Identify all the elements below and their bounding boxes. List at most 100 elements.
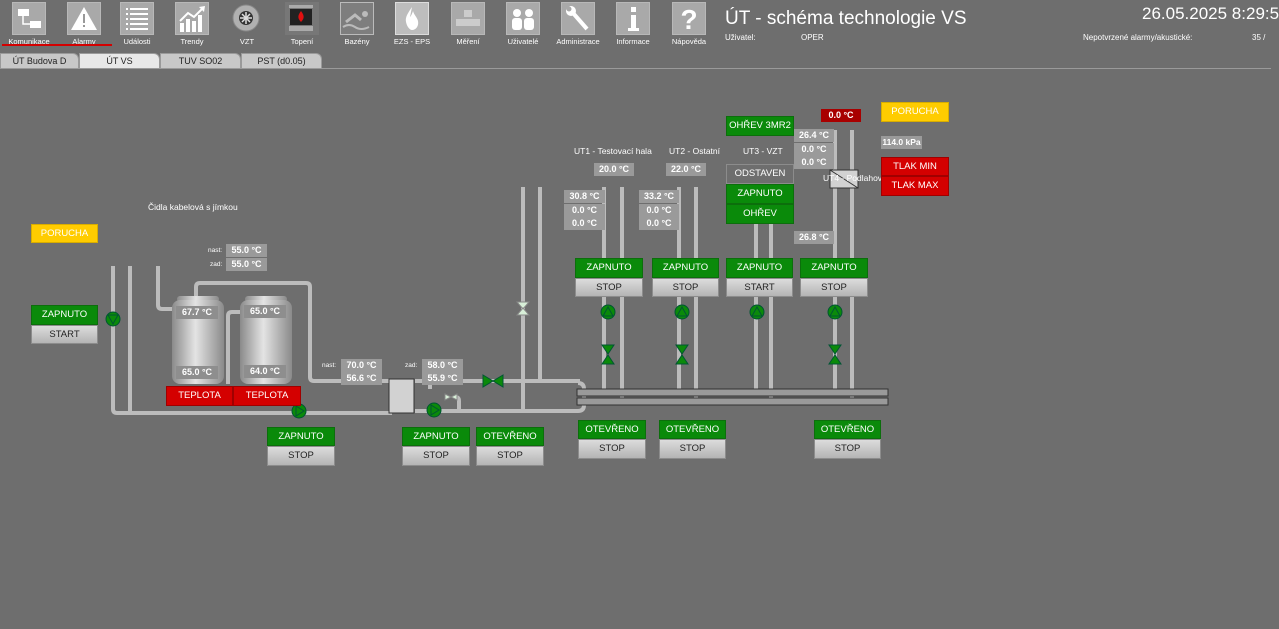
ut1-temp-1: 30.8 °C bbox=[564, 190, 605, 203]
ut4-valve-status: OTEVŘENO bbox=[814, 420, 881, 439]
unacknowledged-alarms-label: Nepotvrzené alarmy/akustické: bbox=[1083, 33, 1193, 42]
nav-administrace[interactable]: Administrace bbox=[553, 2, 603, 48]
left-fault-indicator: PORUCHA bbox=[31, 224, 98, 243]
users-icon bbox=[506, 2, 540, 35]
list-icon bbox=[120, 2, 154, 35]
ut4-pump-status: ZAPNUTO bbox=[800, 258, 868, 278]
left-pump-start-button[interactable]: START bbox=[31, 325, 98, 344]
active-nav-indicator bbox=[2, 44, 112, 46]
tab-ut-budova-d[interactable]: ÚT Budova D bbox=[0, 53, 79, 68]
page-title: ÚT - schéma technologie VS bbox=[725, 8, 967, 29]
ut2-valve-stop-button[interactable]: STOP bbox=[659, 439, 726, 459]
ut2-temp-3: 0.0 °C bbox=[639, 217, 679, 230]
exchanger-valve-stop-button[interactable]: STOP bbox=[476, 446, 544, 466]
tank1-bottom-temp: 65.0 °C bbox=[176, 366, 218, 379]
help-icon: ? bbox=[672, 2, 706, 35]
ut3-temp-3: 0.0 °C bbox=[794, 156, 834, 169]
ut2-temp-2: 0.0 °C bbox=[639, 204, 679, 217]
exchanger-valve-status: OTEVŘENO bbox=[476, 427, 544, 446]
storage-tank-2 bbox=[240, 296, 292, 384]
tank1-temperature-alarm: TEPLOTA bbox=[166, 386, 233, 406]
tank-setpoint-nast: 55.0 °C bbox=[226, 244, 267, 257]
tank-nast-label: nast: bbox=[208, 247, 223, 254]
tab-tuv-so02[interactable]: TUV SO02 bbox=[160, 53, 241, 68]
nav-topeni[interactable]: Topení bbox=[277, 2, 327, 48]
tank-pump-status: ZAPNUTO bbox=[267, 427, 335, 446]
ut1-valve-status: OTEVŘENO bbox=[578, 420, 646, 439]
ut3-mode-heating[interactable]: OHŘEV bbox=[726, 204, 794, 224]
nav-ezs-eps[interactable]: EZS - EPS bbox=[387, 2, 437, 48]
pump-icon bbox=[105, 311, 121, 327]
tab-ut-vs[interactable]: ÚT VS bbox=[79, 53, 160, 68]
ut2-setpoint: 22.0 °C bbox=[666, 163, 706, 176]
tank-pump-stop-button[interactable]: STOP bbox=[267, 446, 335, 466]
exchanger-zad-label: zad: bbox=[405, 362, 418, 369]
exchanger-nast-label: nast: bbox=[322, 362, 337, 369]
nav-informace[interactable]: Informace bbox=[608, 2, 658, 48]
datetime: 26.05.2025 8:29:5 bbox=[1142, 4, 1279, 23]
network-icon bbox=[12, 2, 46, 35]
nav-mereni[interactable]: Měření bbox=[443, 2, 493, 48]
ut3-mode-on[interactable]: ZAPNUTO bbox=[726, 184, 794, 204]
tab-pst[interactable]: PST (d0.05) bbox=[241, 53, 322, 68]
pressure-min-alarm: TLAK MIN bbox=[881, 157, 949, 176]
tank2-temperature-alarm: TEPLOTA bbox=[233, 386, 301, 406]
ut1-valve-stop-button[interactable]: STOP bbox=[578, 439, 646, 459]
user-label: Uživatel: bbox=[725, 33, 756, 42]
swimmer-icon bbox=[340, 2, 374, 35]
tab-divider bbox=[0, 68, 1271, 69]
tank1-top-temp: 67.7 °C bbox=[176, 306, 218, 319]
distribution-header-return bbox=[576, 397, 889, 406]
nav-udalosti[interactable]: Události bbox=[112, 2, 162, 48]
exchanger-zad-setpoint: 58.0 °C bbox=[422, 359, 463, 372]
ut1-title: UT1 - Testovací hala bbox=[574, 146, 652, 156]
warning-icon bbox=[67, 2, 101, 35]
ut4-title: UT4 - Podlahov bbox=[823, 173, 883, 183]
ut4-valve-stop-button[interactable]: STOP bbox=[814, 439, 881, 459]
nav-napoveda[interactable]: ? Nápověda bbox=[671, 2, 707, 46]
user-value: OPER bbox=[801, 33, 824, 42]
nav-vzt[interactable]: VZT bbox=[222, 2, 272, 48]
ut1-pump-stop-button[interactable]: STOP bbox=[575, 278, 643, 297]
ut1-pump-status: ZAPNUTO bbox=[575, 258, 643, 278]
sensors-caption: Čidla kabelová s jímkou bbox=[148, 202, 238, 212]
fire-icon bbox=[395, 2, 429, 35]
ut3-temp-1: 26.4 °C bbox=[794, 129, 834, 142]
ut4-return-temp: 26.8 °C bbox=[794, 231, 834, 244]
ut4-pump-stop-button[interactable]: STOP bbox=[800, 278, 868, 297]
pipe-left-return bbox=[111, 266, 392, 415]
ut2-valve-status: OTEVŘENO bbox=[659, 420, 726, 439]
exchanger-pump-status: ZAPNUTO bbox=[402, 427, 470, 446]
meter-blocks-icon bbox=[451, 2, 485, 35]
unacknowledged-alarms-count[interactable]: 35 / bbox=[1252, 33, 1266, 42]
ut1-setpoint: 20.0 °C bbox=[594, 163, 634, 176]
tank-zad-label: zad: bbox=[210, 261, 223, 268]
storage-tank-1 bbox=[172, 296, 224, 384]
tank2-bottom-temp: 64.0 °C bbox=[244, 365, 286, 378]
left-pump-status: ZAPNUTO bbox=[31, 305, 98, 325]
distribution-header-supply bbox=[576, 388, 889, 397]
nav-bazeny[interactable]: Bazény bbox=[332, 2, 382, 48]
exchanger-pump-stop-button[interactable]: STOP bbox=[402, 446, 470, 466]
ut2-title: UT2 - Ostatní bbox=[669, 146, 721, 156]
exchanger-nast-setpoint: 70.0 °C bbox=[341, 359, 382, 372]
nav-trendy[interactable]: Trendy bbox=[167, 2, 217, 48]
ut3-mode-off[interactable]: ODSTAVEN bbox=[726, 164, 794, 184]
nav-komunikace[interactable]: Komunikace bbox=[4, 2, 54, 48]
wrench-icon bbox=[561, 2, 595, 35]
exchanger-nast-actual: 56.6 °C bbox=[341, 372, 382, 385]
ut1-temp-2: 0.0 °C bbox=[564, 204, 605, 217]
ut2-pump-stop-button[interactable]: STOP bbox=[652, 278, 719, 297]
svg-text:?: ? bbox=[680, 4, 697, 35]
pressure-fault-indicator: PORUCHA bbox=[881, 102, 949, 122]
nav-alarmy[interactable]: Alarmy bbox=[59, 2, 109, 48]
tank2-top-temp: 65.0 °C bbox=[244, 305, 286, 318]
ut2-pump-status: ZAPNUTO bbox=[652, 258, 719, 278]
nav-uzivatele[interactable]: Uživatelé bbox=[498, 2, 548, 48]
ut3-pump-start-button[interactable]: START bbox=[726, 278, 793, 297]
exchanger-zad-actual: 55.9 °C bbox=[422, 372, 463, 385]
ut3-temp-2: 0.0 °C bbox=[794, 143, 834, 156]
ut3-heating-3mr2-status: OHŘEV 3MR2 bbox=[726, 116, 794, 136]
ut3-pump-status: ZAPNUTO bbox=[726, 258, 793, 278]
ut3-title: UT3 - VZT bbox=[743, 146, 783, 156]
